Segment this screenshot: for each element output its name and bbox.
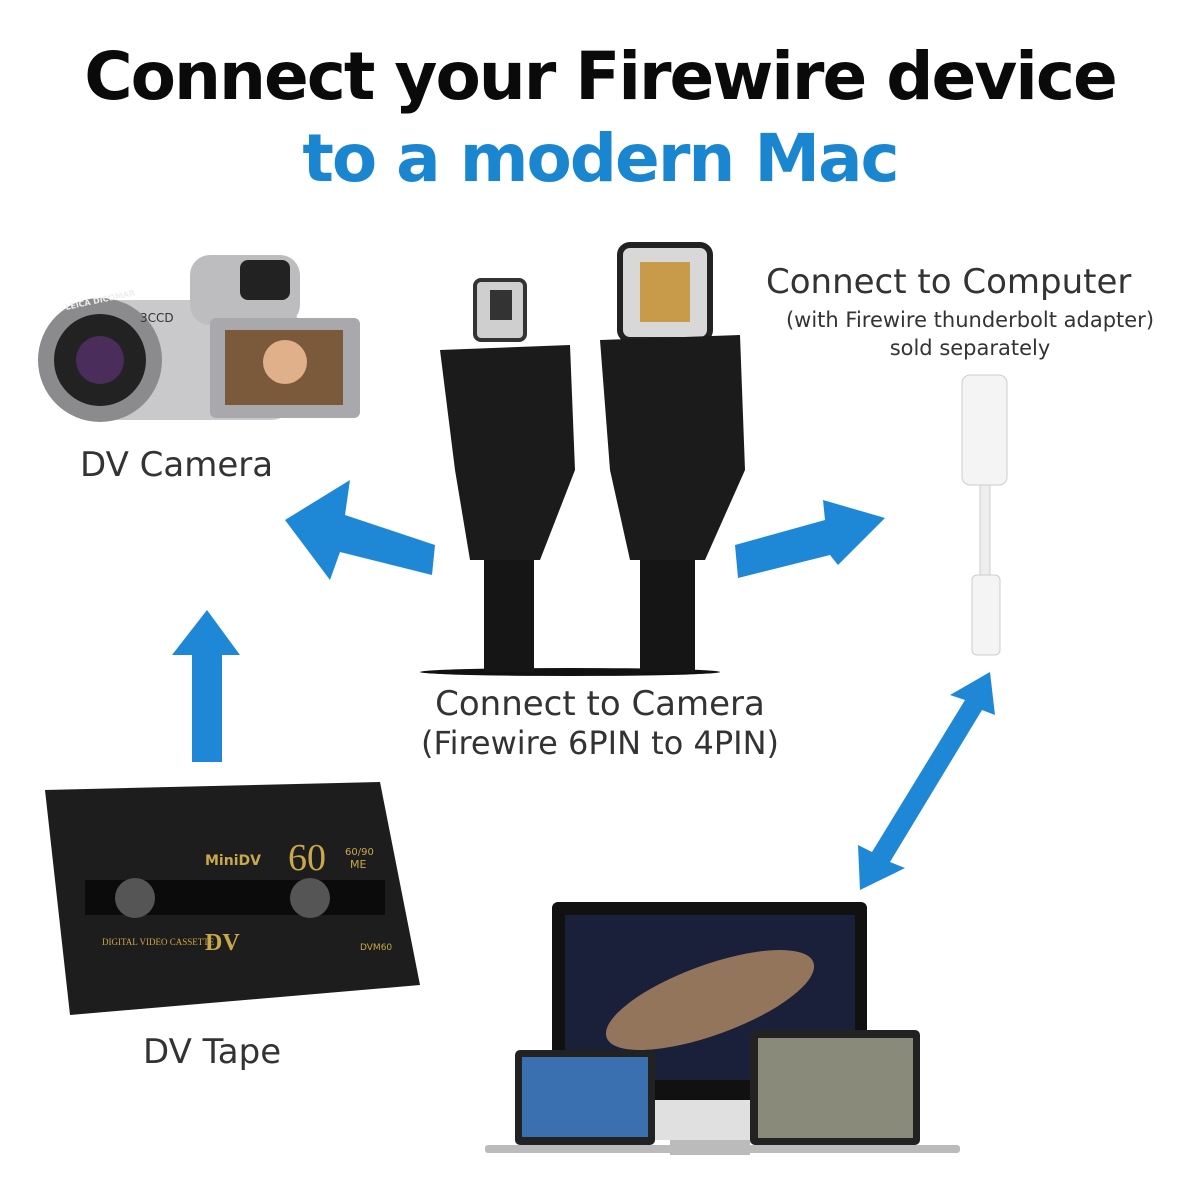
thunderbolt-adapter-image — [961, 374, 1008, 656]
computer-label: Connect to Computer — [766, 262, 1132, 302]
double-arrow-icon — [858, 672, 995, 890]
tape-label: DV Tape — [143, 1032, 282, 1072]
computer-note: sold separately — [889, 336, 1051, 360]
computer-sublabel: (with Firewire thunderbolt adapter) — [785, 308, 1155, 332]
tape-brand: MiniDV — [205, 853, 261, 869]
camera-badge: 3CCD — [140, 311, 174, 325]
firewire-cable-image — [420, 242, 745, 676]
tape-cassette: DIGITAL VIDEO CASSETTE — [102, 937, 215, 947]
dv-camera-image: LEICA DICOMAR 3CCD — [38, 255, 360, 422]
tape-minutes: 60 — [288, 837, 326, 879]
camera-label: DV Camera — [80, 445, 274, 485]
tape-type: ME — [350, 858, 366, 871]
arrow-right-icon — [735, 500, 885, 578]
tape-logo: DV — [205, 930, 240, 956]
cable-label: Connect to Camera — [435, 684, 765, 724]
headline: Connect your Firewire device — [84, 38, 1118, 115]
mac-computers-image — [485, 902, 960, 1155]
subheadline: to a modern Mac — [302, 120, 899, 197]
tape-rating: 60/90 — [345, 847, 374, 858]
tape-model: DVM60 — [360, 943, 392, 953]
arrow-up-icon — [172, 610, 240, 762]
arrow-left-icon — [285, 480, 435, 580]
dv-tape-image: MiniDV 60 60/90 ME DIGITAL VIDEO CASSETT… — [45, 782, 420, 1015]
cable-sublabel: (Firewire 6PIN to 4PIN) — [421, 724, 779, 762]
